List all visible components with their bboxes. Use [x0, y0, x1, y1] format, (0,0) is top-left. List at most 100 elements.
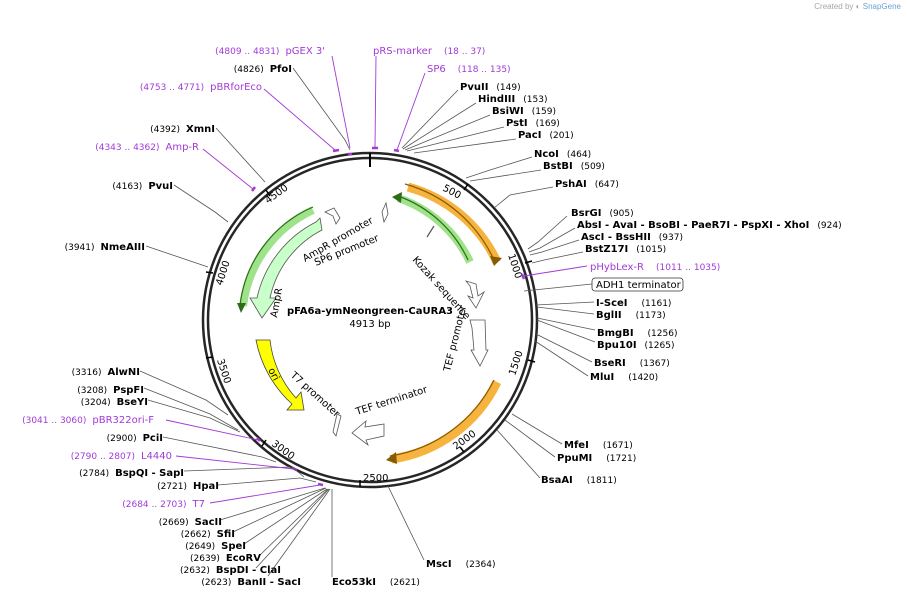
primer-l4440-name: L4440 — [141, 451, 172, 462]
enzyme-sacii: (2669)SacII — [159, 517, 222, 528]
leader-hpai — [217, 477, 317, 486]
enzyme-ncoi-pos: (464) — [567, 150, 591, 160]
leader-xmni — [215, 127, 266, 183]
enzyme-pvui: (4163)PvuI — [112, 181, 173, 192]
enzyme-msci-pos: (2364) — [466, 560, 496, 570]
enzyme-bsrgi: BsrGI(905) — [571, 208, 634, 219]
leader-bseyi — [147, 399, 241, 433]
enzyme-hpai-name: HpaI — [193, 481, 219, 492]
primer-mark-phyblex — [520, 273, 526, 280]
enzyme-bpu10i-name: Bpu10I — [597, 340, 637, 351]
feature-green-left — [239, 206, 315, 307]
enzyme-psti: PstI(169) — [506, 118, 560, 129]
enzyme-pvuii-pos: (149) — [496, 83, 520, 93]
enzyme-xmni-pos: (4392) — [150, 125, 180, 135]
enzyme-pvuii: PvuII(149) — [460, 82, 521, 93]
enzyme-xmni-name: XmnI — [186, 124, 215, 135]
leader-bsaai — [496, 429, 541, 479]
enzyme-bmgbi-name: BmgBI — [597, 328, 634, 339]
primer-leaders — [165, 55, 588, 504]
enzyme-banii: (2623) BanII - SacI — [201, 577, 301, 588]
enzyme-hindiii-name: HindIII — [478, 94, 515, 105]
leader-bseri — [535, 333, 593, 363]
enzyme-bstbi: BstBI(509) — [543, 161, 605, 172]
leader-phyblex — [523, 265, 588, 277]
enzyme-pshai-pos: (647) — [595, 180, 619, 190]
feature-hphx-arrow — [464, 280, 486, 309]
label-ampr: AmpR — [269, 287, 285, 318]
primer-t7-name: T7 — [192, 499, 205, 510]
enzyme-hindiii: HindIII(153) — [478, 94, 547, 105]
leader-bpu10i — [536, 319, 596, 343]
enzyme-banii-pos: (2623) — [201, 578, 231, 588]
primer-amp-r-name: Amp-R — [166, 142, 200, 153]
enzyme-bseyi-name: BseYI — [117, 397, 148, 408]
enzyme-bseyi: (3204)BseYI — [81, 397, 148, 408]
leader-bstz17i — [531, 251, 584, 264]
enzyme-pcii: (2900)PciI — [107, 433, 163, 444]
enzyme-alwni-pos: (3316) — [72, 368, 102, 378]
enzyme-nmeaiii-pos: (3941) — [65, 243, 95, 253]
feature-green-top-line — [397, 195, 469, 261]
primer-sp6-pos: (118 .. 135) — [458, 65, 511, 75]
enzyme-bspqi-name: BspQI - SapI — [115, 468, 184, 479]
credit-text: Created by — [814, 2, 854, 11]
enzyme-bstbi-pos: (509) — [581, 162, 605, 172]
leader-pfoi — [292, 67, 351, 151]
enzyme-pspfi: (3208)PspFI — [77, 385, 144, 396]
enzyme-banii-name: BanII - SacI — [237, 577, 301, 588]
enzyme-ppumi-pos: (1721) — [606, 454, 636, 464]
feature-orange-bottom-arrowhead — [386, 452, 397, 464]
enzyme-i-scei-name: I-SceI — [596, 298, 628, 309]
enzyme-pspfi-pos: (3208) — [77, 386, 107, 396]
enzyme-sacii-pos: (2669) — [159, 518, 189, 528]
leader-adh1 — [523, 283, 593, 292]
leader-banii — [267, 488, 331, 577]
primer-pbr322-pos: (3041 .. 3060) — [22, 416, 86, 426]
leader-pgex — [331, 55, 351, 149]
enzyme-bstz17i: BstZ17I (1015) — [585, 244, 666, 255]
leader-pspfi — [143, 387, 239, 431]
enzyme-bspdi-pos: (2632) — [180, 566, 210, 576]
enzyme-bspdi: (2632)BspDI - ClaI — [180, 565, 281, 576]
leader-pshai — [493, 186, 554, 209]
enzyme-pcii-pos: (2900) — [107, 434, 137, 444]
enzyme-bseri: BseRI(1367) — [594, 358, 670, 369]
primer-t7: (2684 .. 2703) T7 — [122, 499, 205, 510]
enzyme-mlui: MluI(1420) — [590, 372, 658, 383]
feature-green-left-line — [239, 206, 314, 307]
enzyme-bstz17i-name: BstZ17I — [585, 244, 628, 255]
enzyme-spei-name: SpeI — [221, 541, 246, 552]
leader-bspdi — [255, 488, 330, 569]
enzyme-bsiwi-pos: (159) — [532, 107, 556, 117]
plasmid-length: 4913 bp — [349, 319, 390, 330]
leader-sp6 — [396, 72, 426, 151]
enzyme-msci-name: MscI — [426, 559, 452, 570]
enzyme-bsaai-pos: (1811) — [587, 476, 617, 486]
feature-kozak-mark — [426, 225, 435, 238]
feature-t7-promoter-arrow — [332, 413, 342, 437]
enzyme-psti-name: PstI — [506, 118, 528, 129]
primer-t7-pos: (2684 .. 2703) — [122, 500, 186, 510]
enzyme-eco53ki: Eco53kI(2621) — [332, 577, 420, 588]
primer-pgex: (4809 .. 4831)pGEX 3' — [215, 46, 325, 57]
enzyme-bmgbi-pos: (1256) — [648, 329, 678, 339]
feature-ori-arrow — [255, 339, 305, 411]
enzyme-bsaai: BsaAI(1811) — [541, 475, 617, 486]
enzyme-bpu10i: Bpu10I(1265) — [597, 340, 674, 351]
leader-pvui — [173, 184, 229, 223]
primer-pbrforeco-pos: (4753 .. 4771) — [140, 83, 204, 93]
feature-sp6-promoter-arrow — [381, 201, 389, 224]
enzyme-asci-name: AscI - BssHII — [581, 232, 651, 243]
snapgene-logo-icon: ◐ — [855, 2, 861, 11]
credit-brand: SnapGene — [862, 2, 901, 11]
enzyme-mfei: MfeI(1671) — [564, 440, 633, 451]
enzyme-bseri-pos: (1367) — [640, 359, 670, 369]
primer-amp-r-pos: (4343 .. 4362) — [95, 143, 159, 153]
enzyme-ncoi: NcoI(464) — [534, 149, 591, 160]
enzyme-bstz17i-pos: (1015) — [636, 245, 666, 255]
leader-ecorv — [258, 488, 329, 557]
enzyme-bsiwi: BsiWI(159) — [492, 106, 556, 117]
tick-label-1000: 1000 — [505, 253, 523, 281]
enzyme-pfoi-pos: (4826) — [234, 65, 264, 75]
